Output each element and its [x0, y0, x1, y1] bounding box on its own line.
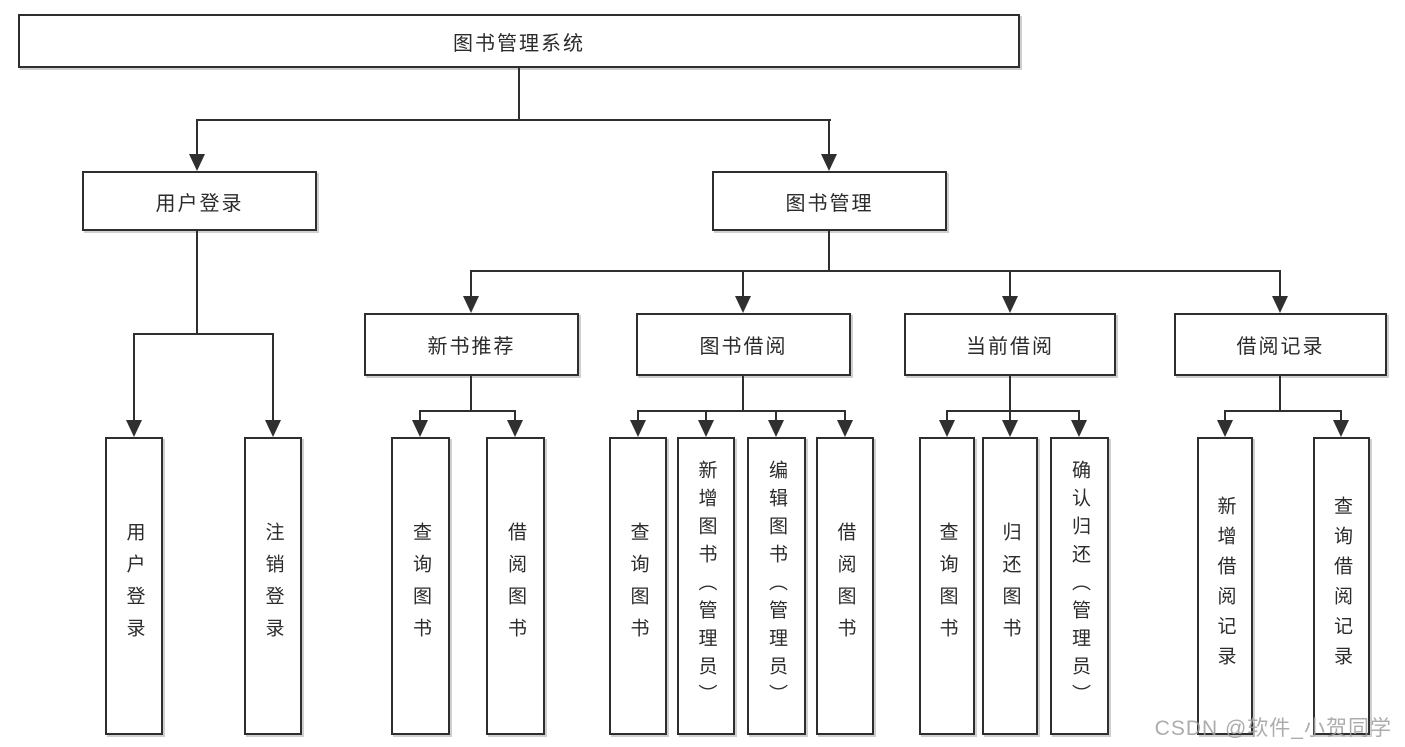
arrow-down-icon: [1333, 420, 1349, 437]
arrow-down-icon: [1071, 420, 1087, 437]
connector-line: [844, 410, 846, 422]
arrow-down-icon: [630, 420, 646, 437]
connector-line: [742, 270, 744, 298]
connector-line: [946, 410, 948, 422]
arrow-down-icon: [821, 154, 837, 171]
node-book-borrowing: 图书借阅: [636, 313, 851, 376]
arrow-down-icon: [1002, 420, 1018, 437]
leaf-borrow-books: 借阅图书: [816, 437, 874, 735]
connector-line: [1224, 410, 1226, 422]
connector-line: [196, 119, 198, 156]
connector-line: [419, 410, 516, 412]
node-book-management: 图书管理: [712, 171, 947, 231]
arrow-down-icon: [1217, 420, 1233, 437]
connector-line: [946, 410, 1080, 412]
csdn-watermark: CSDN @软件_小贺同学: [1154, 717, 1392, 740]
node-library-management-system: 图书管理系统: [18, 14, 1020, 68]
leaf-confirm-return-admin: 确认归还（管理员）: [1050, 437, 1109, 735]
connector-line: [637, 410, 846, 412]
node-current-borrowing: 当前借阅: [904, 313, 1116, 376]
connector-line: [828, 231, 830, 272]
connector-line: [470, 270, 472, 298]
leaf-add-borrow-record: 新增借阅记录: [1197, 437, 1253, 735]
leaf-user-login: 用户登录: [105, 437, 163, 735]
arrow-down-icon: [463, 296, 479, 313]
connector-line: [470, 270, 1281, 272]
leaf-logout: 注销登录: [244, 437, 302, 735]
connector-line: [518, 68, 520, 121]
connector-line: [1009, 376, 1011, 412]
connector-line: [1279, 270, 1281, 298]
connector-line: [1009, 270, 1011, 298]
connector-line: [196, 119, 831, 121]
connector-line: [419, 410, 421, 422]
connector-line: [133, 333, 135, 422]
connector-line: [1224, 410, 1342, 412]
connector-line: [470, 376, 472, 412]
node-borrowing-records: 借阅记录: [1174, 313, 1387, 376]
arrow-down-icon: [735, 296, 751, 313]
connector-line: [1279, 376, 1281, 412]
leaf-borrow-books-recommend: 借阅图书: [486, 437, 545, 735]
arrow-down-icon: [837, 420, 853, 437]
node-user-login: 用户登录: [82, 171, 317, 231]
arrow-down-icon: [1272, 296, 1288, 313]
arrow-down-icon: [768, 420, 784, 437]
connector-line: [514, 410, 516, 422]
connector-line: [775, 410, 777, 422]
arrow-down-icon: [507, 420, 523, 437]
connector-line: [742, 376, 744, 412]
arrow-down-icon: [698, 420, 714, 437]
connector-line: [705, 410, 707, 422]
arrow-down-icon: [939, 420, 955, 437]
leaf-return-books: 归还图书: [982, 437, 1038, 735]
leaf-edit-books-admin: 编辑图书（管理员）: [747, 437, 806, 735]
connector-line: [196, 231, 198, 335]
connector-line: [637, 410, 639, 422]
connector-line: [133, 333, 274, 335]
connector-line: [828, 119, 830, 156]
arrow-down-icon: [126, 420, 142, 437]
leaf-query-books-borrowing: 查询图书: [609, 437, 667, 735]
connector-line: [272, 333, 274, 422]
leaf-add-books-admin: 新增图书（管理员）: [677, 437, 735, 735]
arrow-down-icon: [412, 420, 428, 437]
leaf-query-borrow-record: 查询借阅记录: [1313, 437, 1370, 735]
connector-line: [1009, 410, 1011, 422]
leaf-query-books-recommend: 查询图书: [391, 437, 450, 735]
arrow-down-icon: [1002, 296, 1018, 313]
arrow-down-icon: [189, 154, 205, 171]
connector-line: [1078, 410, 1080, 422]
arrow-down-icon: [265, 420, 281, 437]
connector-line: [1340, 410, 1342, 422]
leaf-query-books-current: 查询图书: [919, 437, 975, 735]
node-new-book-recommendation: 新书推荐: [364, 313, 579, 376]
